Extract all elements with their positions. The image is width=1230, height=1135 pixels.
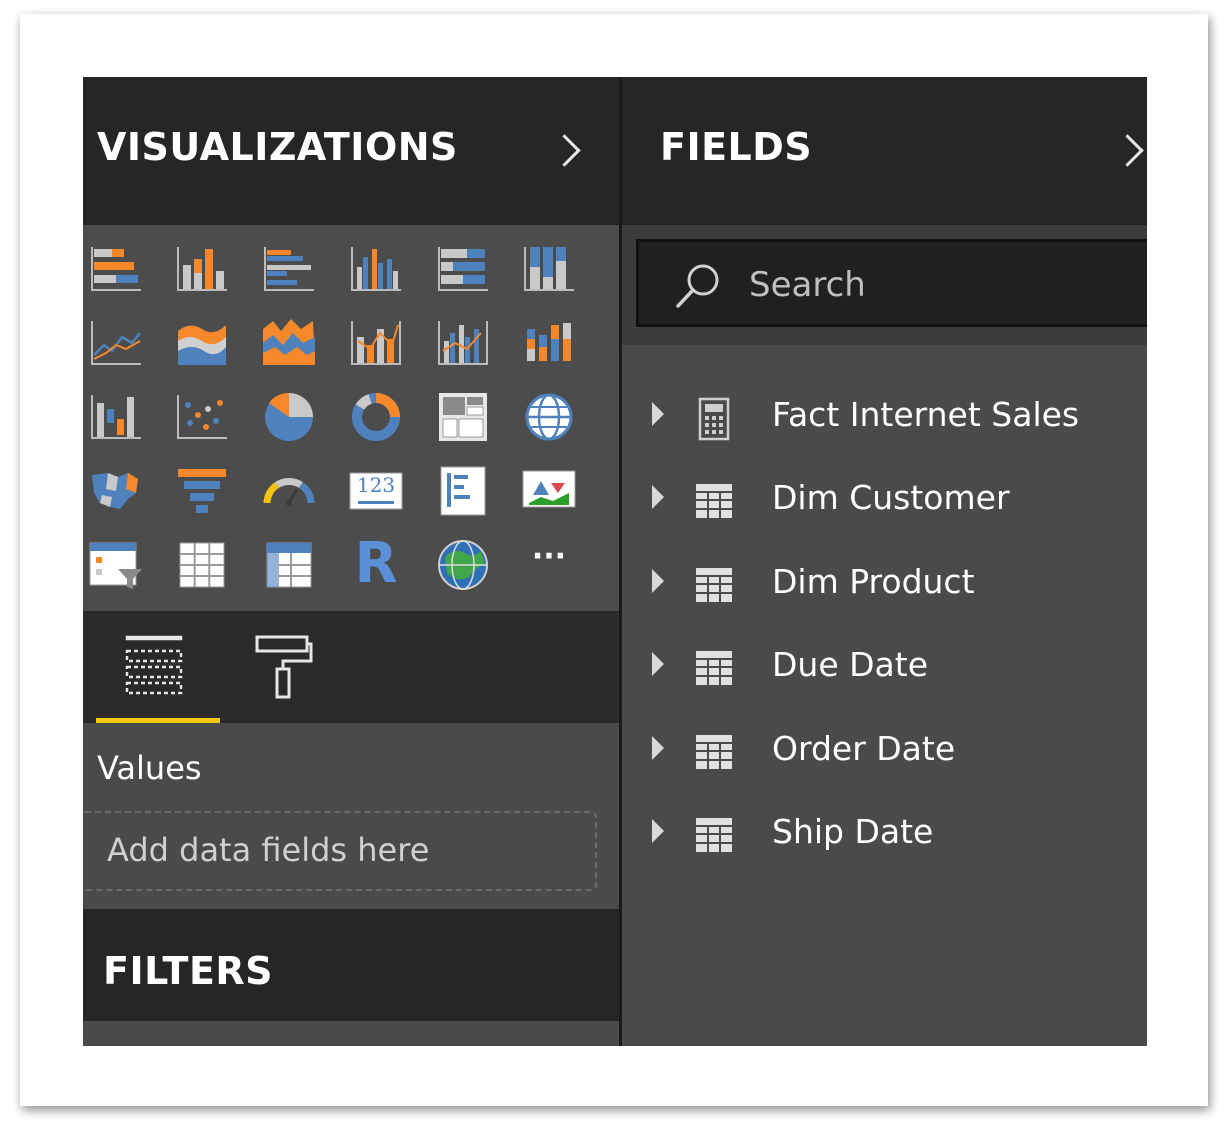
active-tab-indicator xyxy=(96,718,220,723)
more-visuals-dots: ··· xyxy=(531,539,567,574)
power-bi-side-panes: VISUALIZATIONS xyxy=(83,77,1147,1046)
funnel-icon[interactable] xyxy=(174,463,230,519)
values-well-label: Values xyxy=(97,749,202,787)
fields-title: FIELDS xyxy=(660,125,813,169)
treemap-icon[interactable] xyxy=(435,389,491,445)
visualizations-tabs xyxy=(83,611,619,723)
paint-roller-icon xyxy=(255,635,313,699)
line-and-stacked-column-chart-icon[interactable] xyxy=(348,315,404,371)
field-table-label: Due Date xyxy=(772,645,928,684)
values-dropzone[interactable]: Add data fields here xyxy=(83,811,597,891)
slicer-icon[interactable] xyxy=(88,537,144,593)
matrix-icon[interactable] xyxy=(261,537,317,593)
pane-divider xyxy=(619,77,622,1046)
area-chart-icon[interactable] xyxy=(174,315,230,371)
format-tab[interactable] xyxy=(251,633,315,703)
field-table-label: Ship Date xyxy=(772,812,934,851)
line-and-clustered-column-chart-icon[interactable] xyxy=(435,315,491,371)
field-table-row[interactable]: Dim Product xyxy=(622,552,1147,612)
table-icon xyxy=(694,731,734,771)
kpi-icon[interactable] xyxy=(521,463,577,519)
r-script-visual-letter: R xyxy=(354,531,398,596)
fields-header: FIELDS xyxy=(622,77,1147,225)
field-table-label: Dim Customer xyxy=(772,478,1010,517)
visualizations-title: VISUALIZATIONS xyxy=(97,125,458,169)
expand-triangle-icon[interactable] xyxy=(652,819,664,843)
scatter-chart-icon[interactable] xyxy=(174,389,230,445)
expand-triangle-icon[interactable] xyxy=(652,569,664,593)
field-table-label: Dim Product xyxy=(772,562,975,601)
table-icon xyxy=(694,480,734,520)
table-icon xyxy=(694,564,734,604)
arcgis-map-icon[interactable] xyxy=(435,537,491,593)
expand-triangle-icon[interactable] xyxy=(652,652,664,676)
stacked-column-chart-icon[interactable] xyxy=(174,241,230,297)
field-table-label: Fact Internet Sales xyxy=(772,395,1080,434)
fields-well-icon xyxy=(125,635,183,695)
expand-triangle-icon[interactable] xyxy=(652,736,664,760)
collapse-fields-chevron-icon[interactable] xyxy=(1111,134,1144,167)
filters-body xyxy=(83,1021,619,1046)
visualizations-gallery: 123 R ··· xyxy=(83,225,619,611)
ribbon-chart-icon[interactable] xyxy=(521,315,577,371)
card-icon-number: 123 xyxy=(356,473,396,497)
table-icon xyxy=(694,647,734,687)
expand-triangle-icon[interactable] xyxy=(652,485,664,509)
line-chart-icon[interactable] xyxy=(88,315,144,371)
field-table-row[interactable]: Fact Internet Sales xyxy=(622,385,1147,445)
field-table-row[interactable]: Dim Customer xyxy=(622,468,1147,528)
field-table-label: Order Date xyxy=(772,729,956,768)
search-box[interactable] xyxy=(636,239,1147,327)
table-icon[interactable] xyxy=(174,537,230,593)
table-icon xyxy=(694,814,734,854)
donut-chart-icon[interactable] xyxy=(348,389,404,445)
search-icon xyxy=(676,264,719,308)
collapse-visualizations-chevron-icon[interactable] xyxy=(548,134,581,167)
map-icon[interactable] xyxy=(521,389,577,445)
100-stacked-column-chart-icon[interactable] xyxy=(521,241,577,297)
calculator-icon xyxy=(694,397,734,441)
waterfall-chart-icon[interactable] xyxy=(88,389,144,445)
field-table-row[interactable]: Due Date xyxy=(622,635,1147,695)
gauge-icon[interactable] xyxy=(261,463,317,519)
visualizations-pane: VISUALIZATIONS xyxy=(83,77,619,1046)
stacked-area-chart-icon[interactable] xyxy=(261,315,317,371)
field-wells: Values Add data fields here xyxy=(83,723,619,909)
clustered-bar-chart-icon[interactable] xyxy=(261,241,317,297)
search-input[interactable] xyxy=(747,264,1131,306)
filled-map-icon[interactable] xyxy=(88,463,144,519)
field-table-row[interactable]: Order Date xyxy=(622,719,1147,779)
dropzone-hint: Add data fields here xyxy=(107,831,430,869)
clustered-column-chart-icon[interactable] xyxy=(348,241,404,297)
search-area xyxy=(622,225,1147,345)
r-script-visual-icon[interactable]: R xyxy=(348,531,404,596)
expand-triangle-icon[interactable] xyxy=(652,402,664,426)
filters-header: FILTERS xyxy=(83,909,619,1021)
100-stacked-bar-chart-icon[interactable] xyxy=(435,241,491,297)
more-visuals-icon[interactable]: ··· xyxy=(521,537,577,593)
filters-title: FILTERS xyxy=(103,949,274,993)
field-table-row[interactable]: Ship Date xyxy=(622,802,1147,862)
visualizations-header: VISUALIZATIONS xyxy=(83,77,619,225)
pie-chart-icon[interactable] xyxy=(261,389,317,445)
fields-tab[interactable] xyxy=(119,633,189,699)
multi-row-card-icon[interactable] xyxy=(435,463,491,519)
stacked-bar-chart-icon[interactable] xyxy=(88,241,144,297)
card-icon[interactable]: 123 xyxy=(348,463,404,519)
